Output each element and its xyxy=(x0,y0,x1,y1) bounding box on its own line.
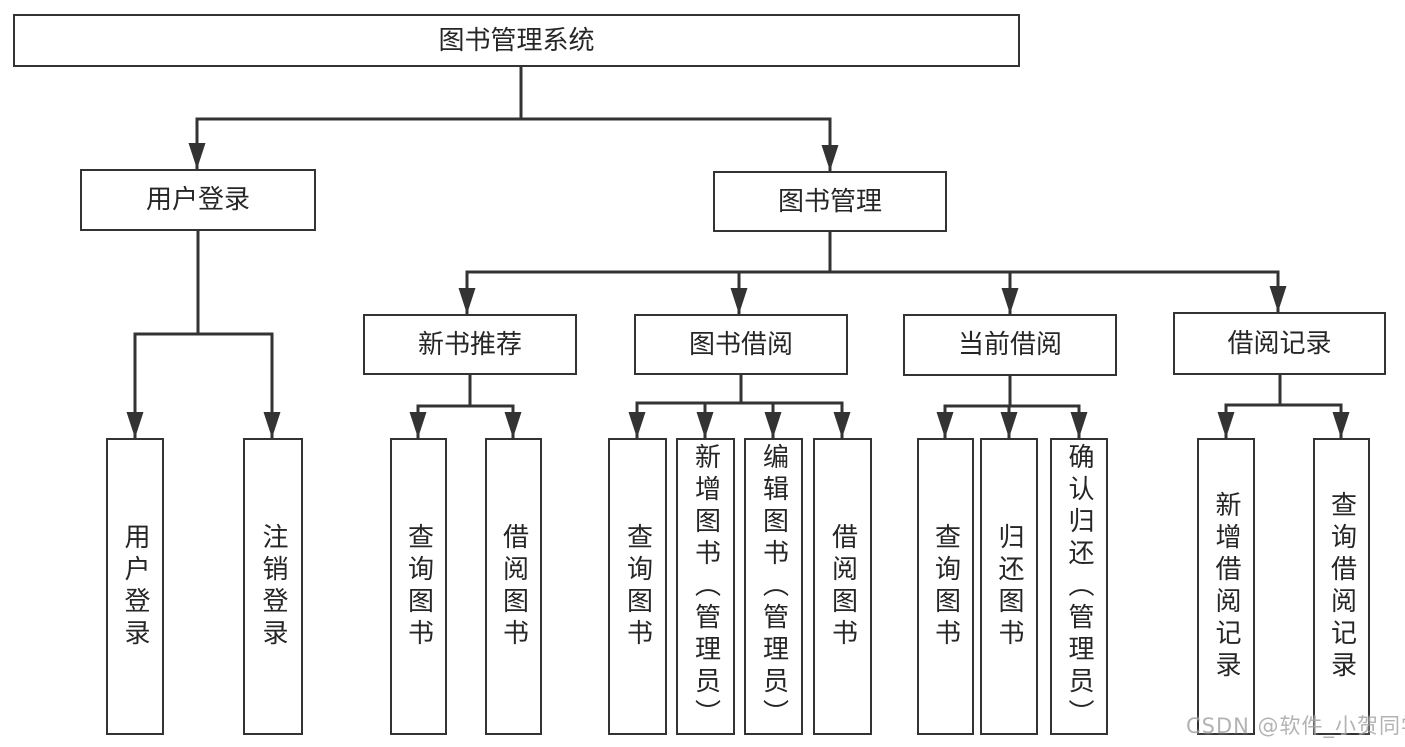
leaf-borrow-books: 借阅图书 xyxy=(813,438,872,735)
leaf-borrow-query-books: 查询图书 xyxy=(608,438,667,735)
node-current-borrow: 当前借阅 xyxy=(903,314,1117,376)
leaf-logout: 注销登录 xyxy=(243,438,303,735)
leaf-add-books-admin: 新增图书（管理员） xyxy=(676,438,735,735)
leaf-recommend-borrow-books: 借阅图书 xyxy=(485,438,542,735)
leaf-confirm-return-admin: 确认归还（管理员） xyxy=(1050,438,1108,735)
node-borrow-record: 借阅记录 xyxy=(1173,312,1386,375)
watermark: CSDN @软件_小贺同学 xyxy=(1186,714,1405,738)
leaf-user-login: 用户登录 xyxy=(106,438,164,735)
node-root: 图书管理系统 xyxy=(13,14,1020,67)
leaf-query-borrow-record: 查询借阅记录 xyxy=(1313,438,1370,735)
leaf-return-books: 归还图书 xyxy=(980,438,1038,735)
leaf-recommend-query-books: 查询图书 xyxy=(390,438,447,735)
leaf-edit-books-admin: 编辑图书（管理员） xyxy=(744,438,803,735)
node-book-borrow: 图书借阅 xyxy=(634,314,848,375)
node-new-book-recommend: 新书推荐 xyxy=(363,314,577,375)
leaf-current-query-books: 查询图书 xyxy=(917,438,974,735)
node-user-login: 用户登录 xyxy=(80,169,316,231)
node-book-management: 图书管理 xyxy=(713,171,947,232)
leaf-add-borrow-record: 新增借阅记录 xyxy=(1197,438,1255,735)
